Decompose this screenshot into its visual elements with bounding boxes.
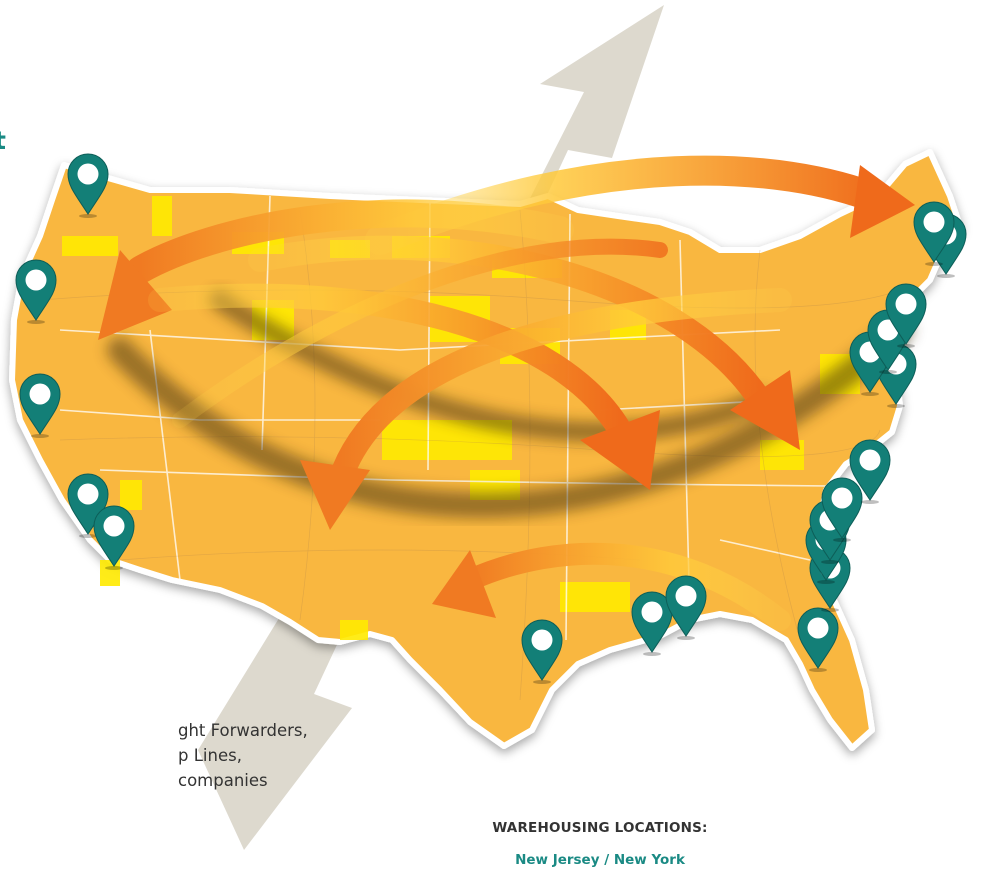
service-description: ght Forwarders, p Lines, companies [178, 718, 378, 793]
service-line-3: companies [178, 771, 268, 790]
warehousing-label: WAREHOUSING LOCATIONS: [492, 820, 708, 836]
warehousing-value: New Jersey / New York [515, 852, 685, 868]
service-line-2: p Lines, [178, 746, 242, 765]
map-pin-icon [631, 591, 673, 657]
partial-heading: t [0, 126, 16, 155]
service-line-1: ght Forwarders, [178, 721, 308, 740]
flow-arrows [98, 155, 915, 631]
